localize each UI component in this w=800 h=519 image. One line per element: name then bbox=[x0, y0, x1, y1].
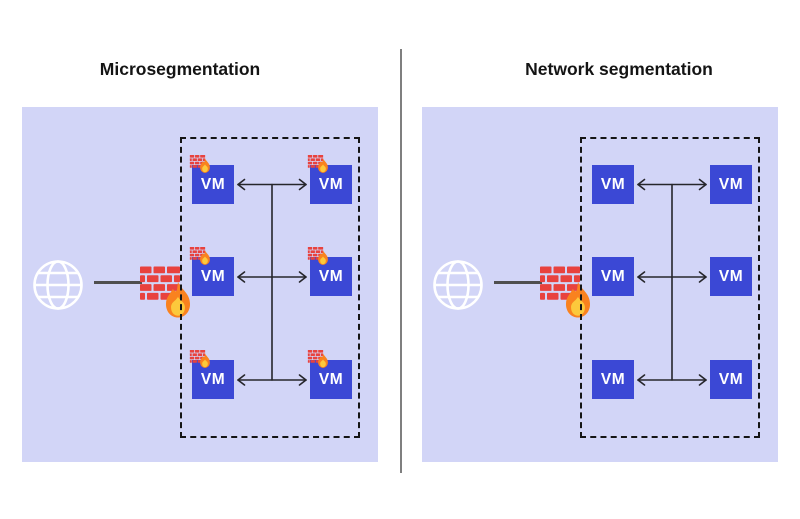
vm-box: VM bbox=[307, 350, 352, 399]
vm-box: VM bbox=[710, 165, 752, 204]
globe-icon bbox=[33, 260, 83, 310]
vm-label: VM bbox=[318, 370, 344, 388]
vm-box: VM bbox=[592, 257, 634, 296]
vm-box: VM bbox=[189, 155, 234, 204]
vm-box: VM bbox=[307, 247, 352, 296]
vm-label: VM bbox=[600, 175, 626, 193]
globe-icon bbox=[433, 260, 483, 310]
vm-box: VM bbox=[592, 360, 634, 399]
vm-label: VM bbox=[600, 267, 626, 285]
vm-box: VM bbox=[307, 155, 352, 204]
internet-to-firewall-line bbox=[94, 281, 142, 284]
vm-label: VM bbox=[718, 370, 744, 388]
microsegmentation-panel: VM VM VM VM bbox=[22, 107, 378, 462]
vm-box: VM bbox=[189, 350, 234, 399]
vm-box: VM bbox=[189, 247, 234, 296]
microsegmentation-title: Microsegmentation bbox=[99, 59, 261, 79]
vm-label: VM bbox=[318, 175, 344, 193]
vm-box: VM bbox=[710, 257, 752, 296]
network-boundary-box: VM VM VM VM bbox=[180, 137, 360, 438]
network-segmentation-title: Network segmentation bbox=[525, 59, 713, 79]
vm-label: VM bbox=[718, 175, 744, 193]
vm-label: VM bbox=[200, 267, 226, 285]
perimeter-firewall-icon bbox=[540, 266, 591, 318]
vm-label: VM bbox=[718, 267, 744, 285]
internet-to-firewall-line bbox=[494, 281, 542, 284]
panel-divider bbox=[400, 49, 402, 473]
vm-label: VM bbox=[600, 370, 626, 388]
vm-label: VM bbox=[318, 267, 344, 285]
vm-label: VM bbox=[200, 175, 226, 193]
network-boundary-box: VM VM VM VM VM VM bbox=[580, 137, 760, 438]
perimeter-firewall-icon bbox=[140, 266, 191, 318]
vm-label: VM bbox=[200, 370, 226, 388]
vm-box: VM bbox=[592, 165, 634, 204]
vm-box: VM bbox=[710, 360, 752, 399]
network-segmentation-panel: VM VM VM VM VM VM bbox=[422, 107, 778, 462]
